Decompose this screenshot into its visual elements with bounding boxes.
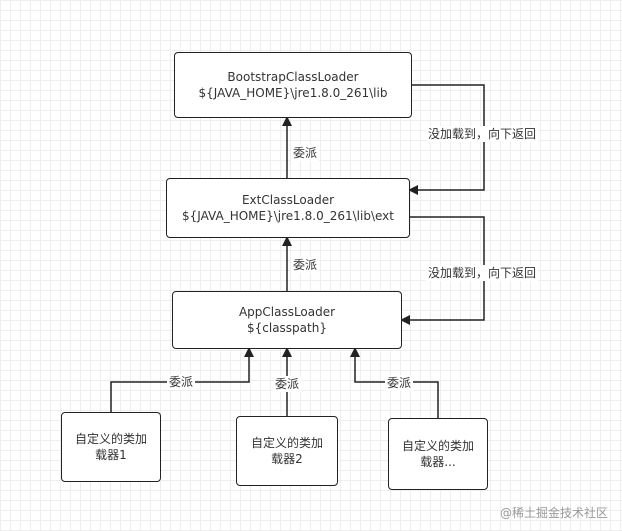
label-delegate-custom3: 委派 [385, 375, 414, 391]
node-ext-classloader: ExtClassLoader ${JAVA_HOME}\jre1.8.0_261… [166, 178, 410, 238]
node-custom1-line1: 自定义的类加 [74, 432, 147, 446]
node-ext-path: ${JAVA_HOME}\jre1.8.0_261\lib\ext [182, 209, 394, 223]
node-app-title: AppClassLoader [238, 305, 336, 319]
node-custom-loader-1: 自定义的类加 载器1 [61, 412, 161, 482]
node-bootstrap-classloader: BootstrapClassLoader ${JAVA_HOME}\jre1.8… [174, 52, 412, 118]
node-app-classloader: AppClassLoader ${classpath} [172, 291, 402, 349]
label-delegate-custom1: 委派 [167, 374, 196, 390]
node-bootstrap-path: ${JAVA_HOME}\jre1.8.0_261\lib [198, 86, 388, 100]
node-custom2-line2: 载器2 [271, 452, 303, 466]
node-custom1-line2: 载器1 [95, 448, 127, 462]
label-delegate-custom2: 委派 [273, 376, 302, 392]
label-fallback-bootstrap: 没加载到，向下返回 [426, 126, 539, 142]
label-delegate-app-ext: 委派 [291, 257, 320, 273]
label-delegate-ext-bootstrap: 委派 [291, 145, 320, 161]
node-ext-title: ExtClassLoader [241, 193, 335, 207]
node-custom-loader-3: 自定义的类加 载器... [388, 418, 488, 490]
node-app-path: ${classpath} [247, 321, 327, 335]
node-bootstrap-title: BootstrapClassLoader [227, 70, 359, 84]
node-custom2-line1: 自定义的类加 [250, 436, 323, 450]
label-fallback-ext: 没加载到，向下返回 [426, 265, 539, 281]
watermark: @稀土掘金技术社区 [499, 506, 608, 520]
node-custom-loader-2: 自定义的类加 载器2 [236, 416, 338, 486]
node-custom3-line2: 载器... [420, 455, 456, 469]
node-custom3-line1: 自定义的类加 [401, 439, 474, 453]
